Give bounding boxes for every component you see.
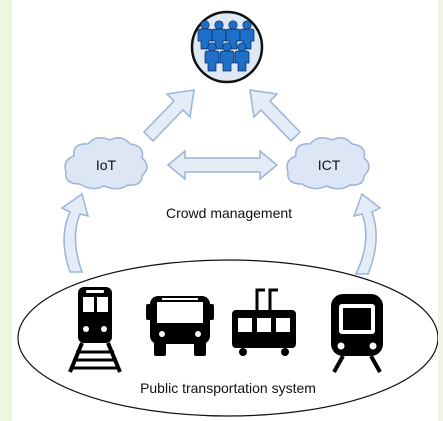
arrow-ict-to-crowd — [249, 89, 302, 143]
curved-arrow-system-to-iot — [60, 192, 90, 273]
crowd-management-label: Crowd management — [166, 205, 292, 221]
bus-icon — [146, 296, 214, 356]
tram-icon — [331, 294, 383, 373]
curved-arrow-system-to-ict — [352, 192, 382, 275]
cloud-iot-label: IoT — [96, 157, 117, 173]
arrow-iot-ict-exchange — [166, 149, 279, 181]
cloud-iot: IoT — [64, 137, 148, 190]
cloud-ict-label: ICT — [318, 157, 341, 173]
crowd-node — [190, 10, 264, 84]
train-icon — [68, 287, 122, 373]
arrow-iot-to-crowd — [142, 89, 195, 143]
system-label: Public transportation system — [140, 380, 316, 396]
cloud-ict: ICT — [286, 137, 370, 190]
trolleybus-icon — [232, 288, 296, 356]
